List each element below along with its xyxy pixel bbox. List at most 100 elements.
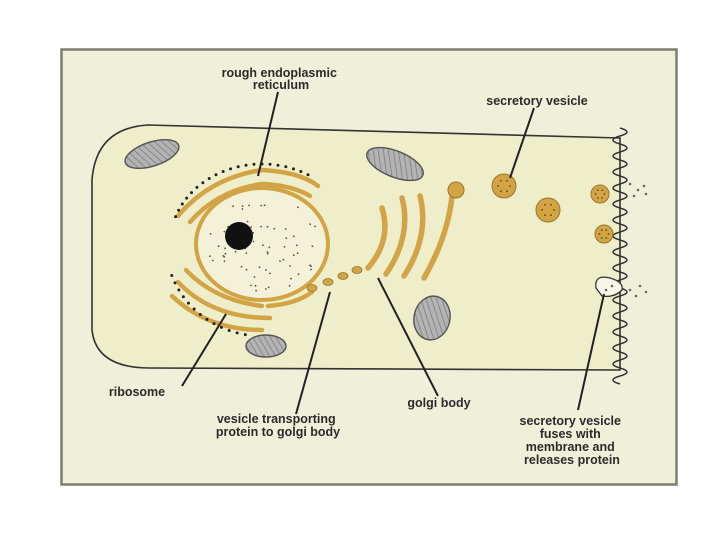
ribosome (306, 173, 310, 177)
golgi-body-leader (377, 277, 439, 397)
chromatin-dot (310, 265, 312, 268)
chromatin-dot (279, 260, 281, 262)
chromatin-dot (292, 235, 295, 238)
chromatin-dot (266, 225, 269, 228)
ribosome (219, 325, 223, 329)
chromatin-dot (209, 255, 211, 258)
chromatin-dot (223, 260, 226, 263)
secretory-vesicles (491, 173, 614, 244)
secretory-vesicle (594, 224, 614, 244)
chromatin-dot (292, 254, 295, 257)
protein-dot (604, 288, 608, 292)
chromatin-dot (241, 208, 244, 210)
ribosome (235, 331, 239, 335)
chromatin-dot (254, 284, 257, 287)
chromatin-dot (255, 289, 257, 292)
ribosome (198, 312, 202, 316)
ribosome (192, 307, 196, 311)
chromatin-dot (253, 276, 256, 278)
ribosome (186, 301, 190, 305)
secretory-vesicle (590, 184, 610, 204)
chromatin-dot (246, 220, 249, 223)
chromatin-dot (250, 226, 253, 229)
ribosome (181, 295, 185, 299)
chromatin-dot (224, 252, 227, 255)
chromatin-dot (267, 286, 270, 289)
ribosome (170, 273, 174, 277)
chromatin-dot (282, 258, 285, 261)
label-ribosome: ribosome (109, 385, 165, 399)
chromatin-dot (283, 246, 286, 248)
chromatin-dot (224, 247, 226, 250)
ribosome (201, 181, 205, 185)
label-vesicle-transport: vesicle transporting protein to golgi bo… (216, 412, 340, 439)
mitochondrion (413, 295, 451, 341)
protein-dot (638, 284, 642, 288)
ribosome (205, 317, 209, 321)
ribosome (244, 163, 248, 167)
ribosome (299, 169, 303, 173)
ribosome (268, 162, 272, 166)
ribosome (221, 169, 225, 173)
protein-dot (644, 192, 648, 196)
chromatin-dot (289, 265, 291, 267)
chromatin-dot (297, 273, 300, 276)
ribosome (212, 322, 216, 326)
chromatin-dot (241, 205, 244, 208)
chromatin-dot (211, 259, 214, 262)
chromatin-dot (285, 237, 288, 240)
vesicle-transport-leader (295, 291, 331, 415)
ribosome (185, 196, 189, 200)
fusing-vesicle (595, 276, 623, 298)
chromatin-dot (273, 227, 276, 230)
protein-dot (632, 194, 636, 198)
ribosome-leader (181, 313, 227, 387)
chromatin-dot (245, 252, 248, 254)
label-golgi-body: golgi body (407, 396, 470, 410)
chromatin-dot (268, 246, 271, 249)
protein-dot (628, 182, 632, 186)
chromatin-dot (290, 277, 292, 280)
chromatin-dot (265, 269, 267, 271)
chromatin-dot (311, 245, 314, 248)
protein-dot (644, 290, 648, 294)
transport-vesicles (306, 266, 363, 292)
chromatin-dot (269, 272, 271, 275)
label-secretory-fuses: secretory vesicle fuses with membrane an… (520, 414, 625, 467)
label-rough-er: rough endoplasmic reticulum (222, 66, 341, 92)
protein-dot (610, 284, 614, 288)
ribosome (243, 333, 247, 337)
chromatin-dot (245, 268, 248, 271)
ribosome (173, 281, 177, 285)
ribosome (229, 167, 233, 171)
ribosome-dots (170, 162, 310, 337)
chromatin-dot (240, 265, 243, 268)
chromatin-dot (260, 225, 262, 228)
chromatin-dot (223, 230, 226, 233)
ribosome (214, 173, 218, 177)
chromatin-dot (232, 205, 235, 208)
cell-body (91, 124, 621, 371)
chromatin-dot (288, 284, 291, 287)
chromatin-dot (252, 240, 255, 243)
ribosome (195, 185, 199, 189)
ribosome (177, 288, 181, 292)
leader-lines (181, 91, 605, 415)
chromatin-dot (252, 232, 255, 234)
protein-dot (636, 188, 640, 192)
chromatin-dot (262, 244, 264, 247)
cell-membrane (612, 127, 628, 385)
chromatin-dot (209, 233, 212, 235)
chromatin-dot (260, 204, 263, 207)
chromatin-dot (250, 284, 252, 287)
ribosome (180, 202, 184, 206)
chromatin-dot (217, 245, 220, 248)
chromatin-dot (314, 225, 316, 228)
chromatin-dot (309, 223, 312, 226)
golgi-bud (447, 181, 465, 199)
chromatin-dot (258, 266, 261, 269)
protein-dot (628, 288, 632, 292)
chromatin-dot (234, 250, 237, 253)
rough-er-leader (257, 91, 279, 177)
protein-dot (642, 184, 646, 188)
